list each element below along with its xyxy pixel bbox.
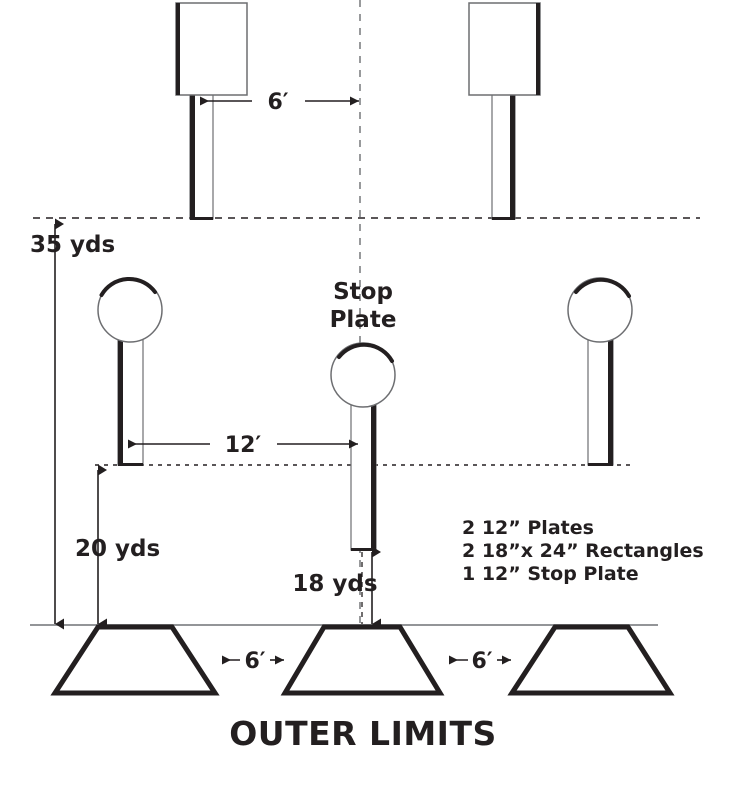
rectangle-target-left bbox=[175, 2, 248, 220]
legend-item-0: 2 12” Plates bbox=[462, 517, 594, 539]
dimension-6ft-top: 6′ bbox=[200, 90, 359, 115]
trapezoid bbox=[280, 624, 445, 696]
dimension-35yds: 35 yds bbox=[30, 218, 115, 630]
dimension-18yds: 18 yds bbox=[292, 546, 381, 630]
dimension-label-6ft-top: 6′ bbox=[267, 90, 288, 115]
stop-plate-target bbox=[330, 342, 396, 551]
dimension-label-18yds: 18 yds bbox=[292, 571, 377, 597]
plate-shadow-arc bbox=[99, 277, 157, 297]
stop-plate-label-line1: Stop bbox=[333, 279, 393, 305]
dimension-6ft-boxes-left: 6′ bbox=[222, 649, 284, 674]
round-plate-target-right bbox=[567, 277, 633, 466]
shooting-box-center bbox=[280, 624, 445, 696]
round-plate-target-left bbox=[97, 277, 163, 466]
rectangle-plate bbox=[175, 2, 248, 96]
legend-item-2: 1 12” Stop Plate bbox=[462, 563, 639, 585]
equipment-legend: 2 12” Plates 2 18”x 24” Rectangles 1 12”… bbox=[462, 517, 704, 585]
dimension-label-20yds: 20 yds bbox=[75, 536, 160, 562]
stop-plate-label-line2: Plate bbox=[330, 307, 397, 333]
rectangle-target-right bbox=[468, 2, 541, 220]
shooting-box-left bbox=[50, 624, 220, 696]
stage-title: OUTER LIMITS bbox=[229, 714, 497, 753]
trapezoid bbox=[50, 624, 220, 696]
shooting-box-right bbox=[507, 624, 675, 696]
dimension-label-35yds: 35 yds bbox=[30, 232, 115, 258]
trapezoid bbox=[507, 624, 675, 696]
dimension-label-12ft: 12′ bbox=[225, 433, 262, 458]
legend-item-1: 2 18”x 24” Rectangles bbox=[462, 540, 704, 562]
plate-shadow-arc bbox=[574, 277, 631, 298]
dimension-12ft: 12′ bbox=[128, 433, 358, 458]
plate-shadow-arc bbox=[337, 342, 394, 363]
dimension-label-6ft-boxes-left: 6′ bbox=[244, 649, 265, 674]
rectangle-plate bbox=[468, 2, 541, 96]
dimension-20yds: 20 yds bbox=[75, 464, 160, 630]
dimension-label-6ft-boxes-right: 6′ bbox=[471, 649, 492, 674]
dimension-6ft-boxes-right: 6′ bbox=[449, 649, 511, 674]
